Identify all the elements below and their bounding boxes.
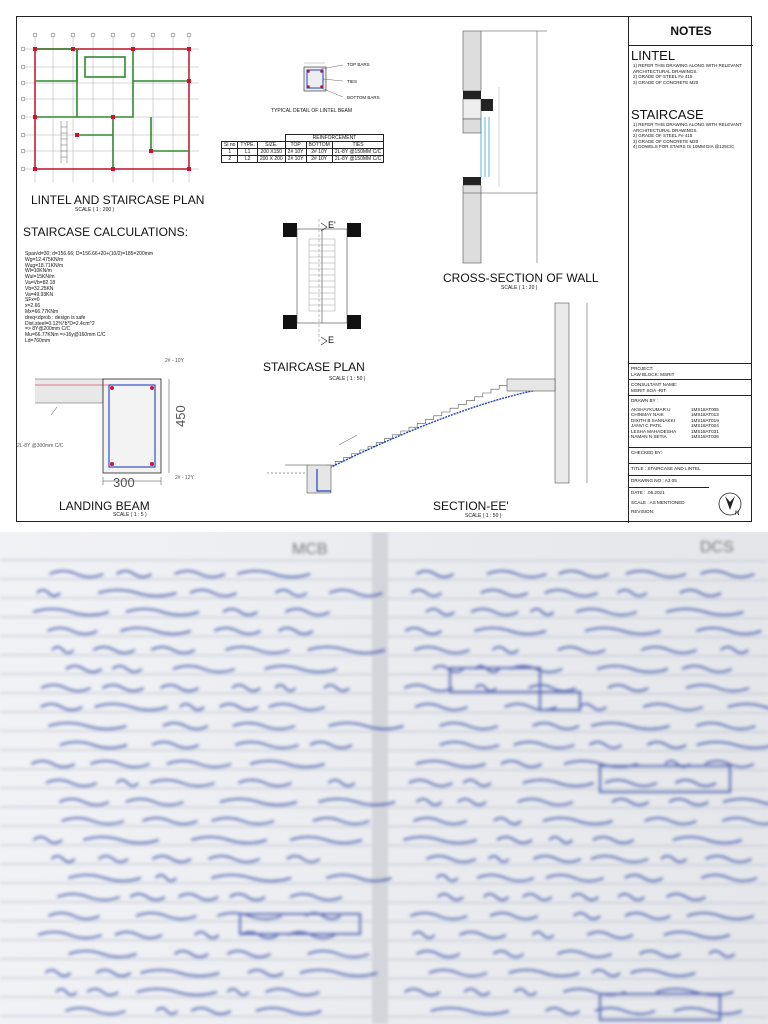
landing-beam-depth: 450 xyxy=(173,405,188,427)
notebook-photo: MCB DCS xyxy=(0,532,768,1024)
list-item: Span/d=30; d=156.66; D=156.66+20+(10/2)=… xyxy=(25,251,154,257)
list-item: Mu=66.77KNm =>16y@160mm C/C xyxy=(25,332,106,339)
list-item: ARCHITECTURAL DRAWINGS. xyxy=(633,127,698,133)
title-block-checked-by: CHECKED BY: xyxy=(629,447,752,461)
wall-section-scale: SCALE ( 1 : 20 ) xyxy=(501,285,538,291)
table-row: 2 L2 200 X 200 2# 10Y 2# 10Y 2L-8Y @150M… xyxy=(220,155,385,163)
landing-beam-top-label: 2# - 10Y xyxy=(165,358,184,364)
staircase-plan-drawing xyxy=(283,219,361,346)
col-type: TYPE. xyxy=(237,141,258,149)
notes-header: NOTES xyxy=(629,17,753,46)
col-bottom: BOTTOM xyxy=(305,141,333,149)
wall-section-drawing xyxy=(462,30,547,264)
list-item: Vb=32.25KN xyxy=(25,285,54,292)
landing-beam-title: LANDING BEAM xyxy=(59,499,150,513)
list-item: dreq<dprob : design is safe xyxy=(25,314,86,321)
list-item: SFx=0 xyxy=(25,297,40,304)
list-item: => 8Y@200mm C/C xyxy=(25,326,71,333)
calculations-title: STAIRCASE CALCULATIONS: xyxy=(23,225,188,239)
lintel-label-top: TOP BARS xyxy=(347,62,370,67)
landing-beam-scale: SCALE ( 1 : 5 ) xyxy=(113,512,147,518)
lintel-detail-drawing xyxy=(303,62,344,98)
list-item: Wug=18.71KN/m xyxy=(25,262,64,269)
list-item: Va=49.93KN xyxy=(25,291,54,298)
stair-plan-mark-top: E' xyxy=(328,220,336,230)
title-block-project: PROJECT: LAW BLOCK: MSRIT xyxy=(629,363,752,377)
plan-title: LINTEL AND STAIRCASE PLAN xyxy=(31,193,205,207)
list-item: Ld=760mm xyxy=(25,337,51,344)
notes-lintel-list: 1) REFER THIS DRAWING ALONG WITH RELEVAN… xyxy=(629,63,753,85)
lintel-label-ties: TIES xyxy=(347,79,358,84)
wall-section-title: CROSS-SECTION OF WALL xyxy=(443,271,599,285)
north-arrow-icon xyxy=(718,492,742,516)
landing-beam-drawing xyxy=(35,378,170,485)
notebook-pages-image: MCB DCS xyxy=(0,532,768,1024)
title-block-meta: DATE : .05.2021 SCALE : AS MENTIONED REV… xyxy=(629,487,709,523)
list-item: Dist.steel=0.12%*b*D=2.4cm^2 xyxy=(25,320,95,327)
list-item: ARCHITECTURAL DRAWINGS. xyxy=(633,68,698,74)
reinforcement-group-header: REINFORCEMENT xyxy=(284,134,385,142)
list-item: 3) GRADE OF CONCRETE M20 xyxy=(633,138,699,144)
list-item: Mx=66.77KNm xyxy=(25,308,59,315)
list-item: x=2.66 xyxy=(25,303,41,310)
col-ties: TIES xyxy=(331,141,385,149)
title-block-title: TITLE : STAIRCASE AND LINTEL xyxy=(629,463,752,473)
landing-beam-ties-label: 2L-8Y @300mm C/C xyxy=(17,443,64,449)
stair-plan-scale: SCALE ( 1 : 50 ) xyxy=(329,376,366,382)
calculations-lines: Span/d=30; d=156.66; D=156.66+20+(10/2)=… xyxy=(25,251,154,345)
list-item: 1) REFER THIS DRAWING ALONG WITH RELEVAN… xyxy=(633,63,742,68)
reinforcement-table: REINFORCEMENT Sl no TYPE. SIZE. TOP BOTT… xyxy=(220,134,385,163)
list-item: Va=Vb=82.18 xyxy=(25,279,56,286)
list-item: 1) REFER THIS DRAWING ALONG WITH RELEVAN… xyxy=(633,122,742,127)
title-block-drawing-no: DRAWING NO : A3 05 xyxy=(629,475,752,485)
lintel-label-bottom: BOTTOM BARS xyxy=(347,95,380,100)
list-item: 3) GRADE OF CONCRETE M20 xyxy=(633,79,699,85)
list-item: 2) GRADE OF STEEL Fe 415 xyxy=(633,133,693,138)
col-top: TOP xyxy=(284,141,307,149)
lintel-detail-caption: TYPICAL DETAIL OF LINTEL BEAM xyxy=(271,108,353,114)
notes-lintel-title: LINTEL xyxy=(631,48,676,63)
title-block-consultant: CONSULTANT NAME: MSRIT SOA -RIT xyxy=(629,379,752,393)
list-item: Wl=10KN/m xyxy=(25,268,52,275)
col-size: SIZE. xyxy=(256,141,286,149)
notes-staircase-title: STAIRCASE xyxy=(631,107,704,122)
notes-panel: NOTES LINTEL 1) REFER THIS DRAWING ALONG… xyxy=(628,17,753,523)
col-slno: Sl no xyxy=(220,141,239,149)
section-ee-drawing xyxy=(267,302,588,494)
list-item: 2) GRADE OF STEEL Fe 415 xyxy=(633,74,693,79)
section-ee-scale: SCALE ( 1 : 50 ) xyxy=(465,513,502,519)
landing-beam-bottom-label: 2# - 12Y xyxy=(175,475,194,481)
section-ee-title: SECTION-EE' xyxy=(433,499,509,513)
list-item: Wg=12.475KN/m xyxy=(25,256,64,263)
stair-plan-mark-bottom: E xyxy=(328,335,335,345)
north-label: N xyxy=(735,511,740,517)
notes-staircase-list: 1) REFER THIS DRAWING ALONG WITH RELEVAN… xyxy=(629,122,753,150)
list-item: 4) DOWELS FOR STAIRS IS 10MM DIA @125C/C xyxy=(633,144,735,149)
landing-beam-width: 300 xyxy=(113,475,135,490)
plan-scale: SCALE ( 1 : 200 ) xyxy=(75,207,115,213)
stair-plan-title: STAIRCASE PLAN xyxy=(263,360,365,374)
table-row: 1 L1 200 X150 2# 10Y 2# 10Y 2L-8Y @150MM… xyxy=(220,148,385,156)
right-page-label: DCS xyxy=(700,539,734,556)
drawing-sheet: LINTEL AND STAIRCASE PLAN SCALE ( 1 : 20… xyxy=(16,16,753,523)
lintel-staircase-plan-drawing xyxy=(21,32,199,182)
left-page-label: MCB xyxy=(292,541,328,558)
list-item: Wul=15KN/m xyxy=(25,274,55,281)
